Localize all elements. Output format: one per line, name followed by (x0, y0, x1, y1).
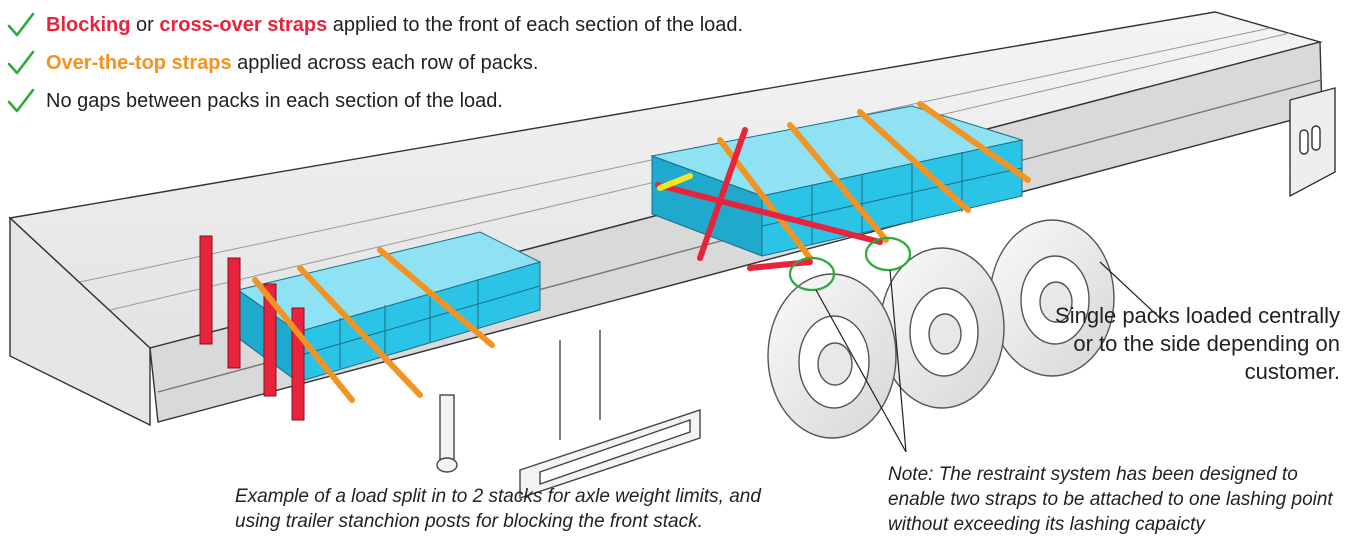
callout-leaders (815, 261, 1161, 453)
checklist-item-no-gaps: No gaps between packs in each section of… (6, 82, 743, 120)
single-packs-text: Single packs loaded centrally or to the … (1055, 303, 1340, 384)
or-text: or (130, 13, 160, 36)
single-packs-callout: Single packs loaded centrally or to the … (1040, 302, 1340, 386)
rear-straps (655, 101, 1031, 271)
check-icon (7, 12, 35, 37)
checklist: Blocking or cross-over straps applied to… (6, 6, 743, 120)
no-gaps-text: No gaps between packs in each section of… (46, 89, 503, 112)
checklist-item-over-top-straps: Over-the-top straps applied across each … (6, 44, 743, 82)
restraint-note-text: Note: The restraint system has been desi… (888, 464, 1333, 535)
cross-over-straps-text: cross-over straps (159, 13, 328, 36)
over-top-rest-text: applied across each row of packs. (231, 51, 539, 74)
trailer-wheels (767, 219, 1115, 439)
blocking-text: Blocking (46, 13, 131, 36)
check-icon (7, 88, 35, 113)
blocking-rest-text: applied to the front of each section of … (327, 13, 744, 36)
front-straps (252, 247, 495, 403)
front-stack-text: Example of a load split in to 2 stacks f… (235, 486, 761, 532)
trailer-chassis (436, 330, 701, 499)
over-top-straps-text: Over-the-top straps (46, 51, 232, 74)
trailer-rear-frame (1289, 87, 1336, 198)
front-stack-note: Example of a load split in to 2 stacks f… (235, 484, 795, 534)
checklist-item-blocking: Blocking or cross-over straps applied to… (6, 6, 743, 44)
lashing-point-circle-icon (788, 236, 912, 292)
check-icon (7, 50, 35, 75)
restraint-system-note: Note: The restraint system has been desi… (888, 462, 1343, 537)
